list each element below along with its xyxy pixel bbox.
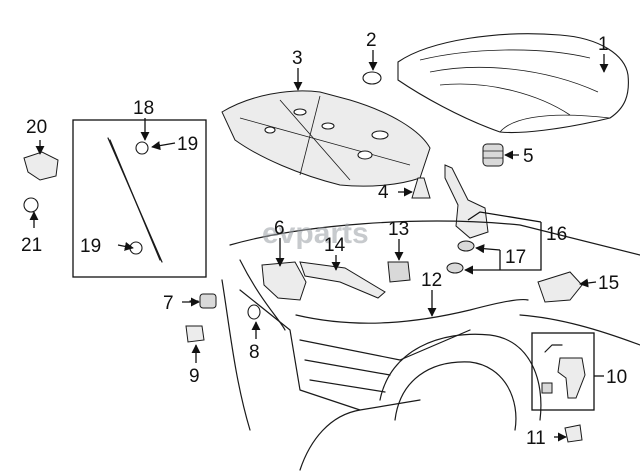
release-lever <box>537 271 583 303</box>
callout-3: 3 <box>292 48 303 69</box>
hood-panel <box>397 33 629 134</box>
callout-2: 2 <box>366 30 377 51</box>
hood-cushion <box>482 143 504 167</box>
callout-11: 11 <box>526 428 546 449</box>
callout-6: 6 <box>274 218 285 239</box>
hood-plug <box>362 71 382 85</box>
hood-lock <box>261 261 307 301</box>
callout-1: 1 <box>598 34 609 55</box>
callout-9: 9 <box>189 366 200 387</box>
callout-4: 4 <box>378 182 389 203</box>
lock-support <box>299 261 386 299</box>
bolt <box>189 293 217 309</box>
hood-insulator <box>221 90 431 187</box>
callout-18: 18 <box>133 98 154 119</box>
callout-20: 20 <box>26 117 47 138</box>
hood-hinge <box>444 164 489 274</box>
handle-clip <box>564 424 583 443</box>
vehicle-front <box>221 220 640 471</box>
callout-19-top: 19 <box>177 134 198 155</box>
release-handle-box <box>531 332 595 411</box>
callout-17: 17 <box>505 247 526 268</box>
leader-lines <box>29 50 609 442</box>
callout-14: 14 <box>324 235 346 256</box>
callout-7: 7 <box>163 293 174 314</box>
cap <box>185 325 205 343</box>
callout-5: 5 <box>523 146 534 167</box>
callout-labels: 1 2 3 4 5 6 7 8 9 10 11 12 13 14 15 16 1… <box>21 30 627 449</box>
callout-13: 13 <box>388 219 409 240</box>
bumper-stop <box>387 261 411 283</box>
callout-12: 12 <box>421 270 442 291</box>
callout-15: 15 <box>598 273 619 294</box>
callout-21: 21 <box>21 235 42 256</box>
callout-10: 10 <box>606 367 627 388</box>
hood-stopper <box>23 151 59 213</box>
release-cable <box>295 298 529 324</box>
retainer-clip <box>411 177 431 199</box>
grommet <box>247 304 261 320</box>
support-rod-box <box>72 119 207 278</box>
callout-8: 8 <box>249 342 260 363</box>
callout-16: 16 <box>546 224 567 245</box>
callout-19-bottom: 19 <box>80 236 101 257</box>
